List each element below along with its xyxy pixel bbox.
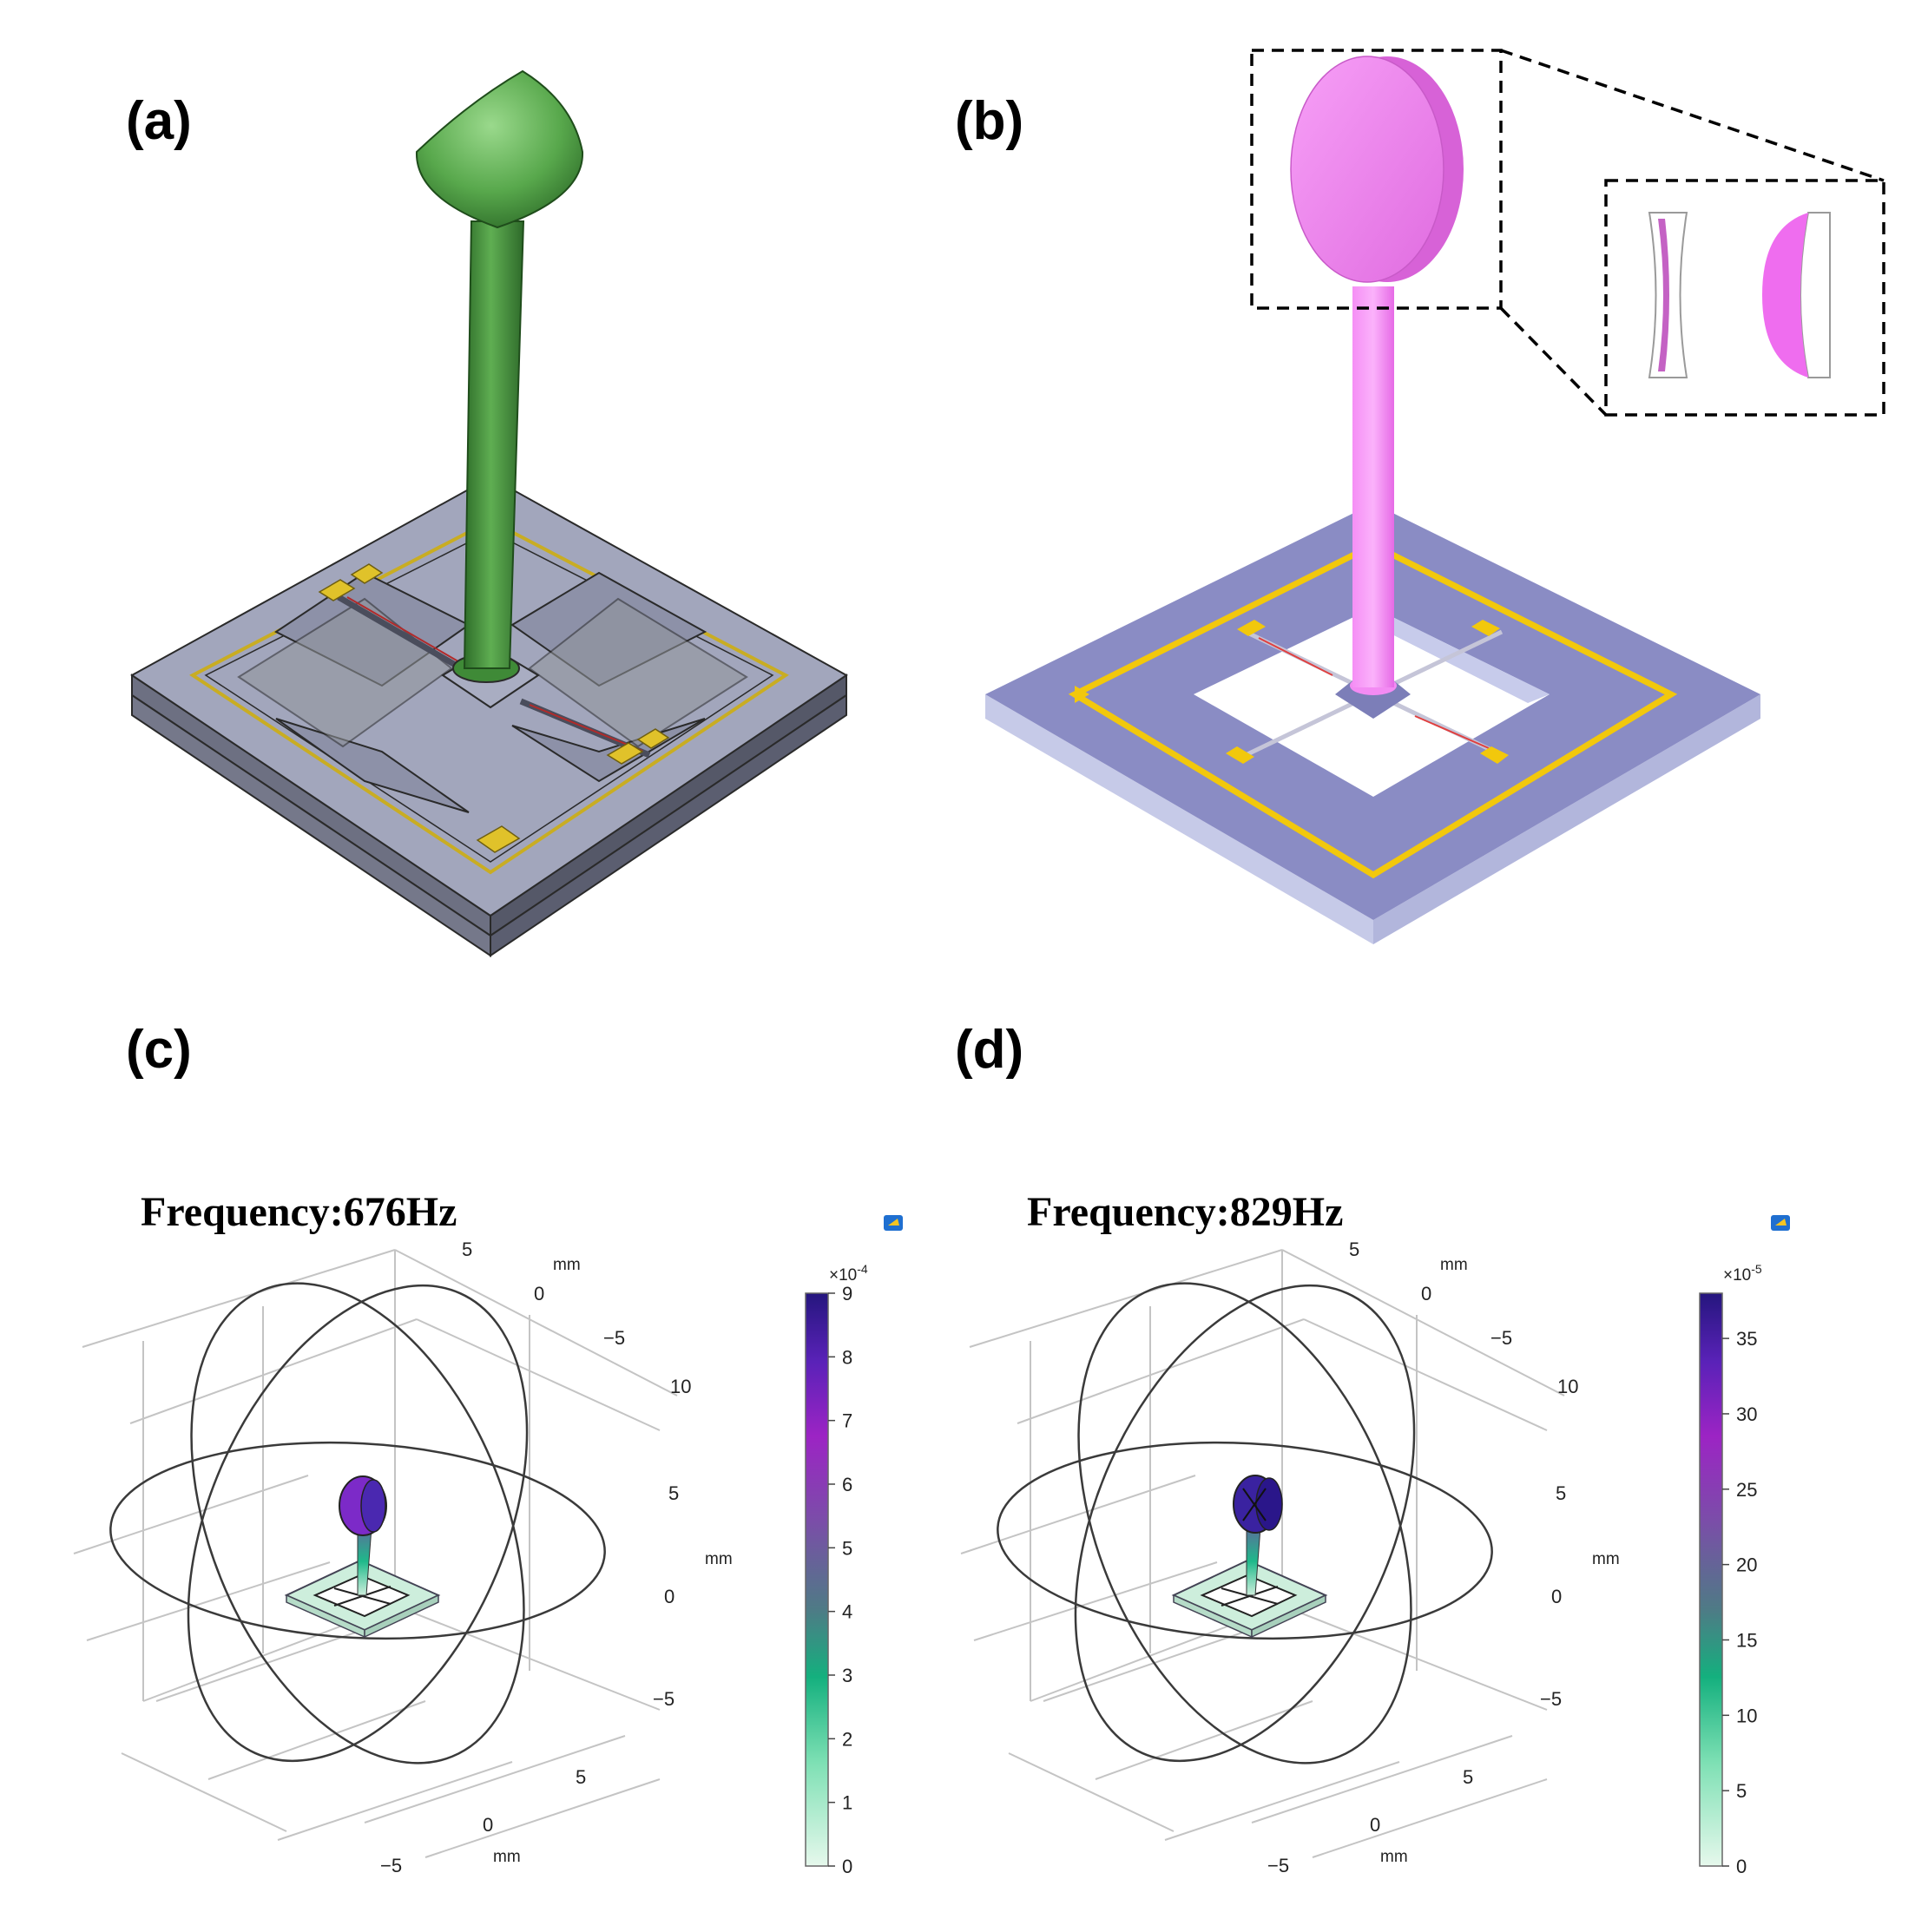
electrode-pad [1471, 620, 1500, 636]
lens-cross-sections [1648, 212, 1831, 378]
z-tick: 5 [1556, 1482, 1566, 1504]
colorbar-tick-label: 10 [1736, 1705, 1757, 1726]
panel-c-label: (c) [126, 1020, 192, 1080]
lens-disk [1290, 56, 1444, 283]
electrode-pad [1480, 746, 1509, 764]
colorbar-tick-label: 30 [1736, 1403, 1757, 1425]
y-tick: −5 [603, 1327, 625, 1349]
colorbar: ×10-5 35 30 25 20 15 10 5 0 [1699, 1262, 1762, 1877]
colorbar-tick-label: 8 [842, 1346, 852, 1368]
z-tick: −5 [1540, 1688, 1562, 1710]
x-tick: −5 [1267, 1855, 1289, 1876]
electrode-pad [636, 728, 670, 749]
rotation-orbits [109, 1282, 606, 1764]
panel-d: (d) Frequency:829Hz [955, 1020, 1790, 1877]
panel-d-label: (d) [955, 1020, 1023, 1080]
z-tick: 5 [668, 1482, 679, 1504]
zoom-inset-box [1604, 179, 1885, 417]
panel-b-label: (b) [955, 91, 1023, 151]
colorbar-tick-label: 0 [842, 1856, 852, 1877]
z-tick: 10 [670, 1376, 691, 1397]
colorbar-tick-label: 15 [1736, 1629, 1757, 1651]
colorbar-tick-label: 25 [1736, 1479, 1757, 1501]
axis-ticks: 5 0 −5 mm 10 5 0 −5 mm 5 0 −5 mm [380, 1239, 733, 1876]
z-tick: 0 [1551, 1586, 1562, 1607]
colorbar-tick-label: 2 [842, 1728, 852, 1750]
z-tick: 10 [1557, 1376, 1578, 1397]
camera-icon[interactable] [884, 1215, 903, 1231]
plot-3d-grid [73, 1249, 678, 1858]
y-tick: −5 [1490, 1327, 1512, 1349]
z-unit: mm [705, 1550, 733, 1568]
frequency-label: Frequency:676Hz [141, 1189, 457, 1235]
colorbar-tick-label: 6 [842, 1474, 852, 1495]
y-tick: 5 [1349, 1239, 1359, 1260]
colorbar-tick-label: 3 [842, 1665, 852, 1686]
x-unit: mm [493, 1848, 521, 1866]
x-tick: 5 [1463, 1766, 1473, 1788]
mems-device-gray [130, 476, 848, 957]
panel-c: (c) Frequency:676Hz [73, 1020, 903, 1877]
colorbar-tick-label: 0 [1736, 1856, 1747, 1877]
x-unit: mm [1380, 1848, 1408, 1866]
panel-a: (a) [126, 69, 848, 957]
colorbar-multiplier: ×10-4 [829, 1262, 868, 1285]
colorbar-tick-label: 35 [1736, 1328, 1757, 1350]
rotation-orbits [997, 1282, 1493, 1764]
x-tick: 0 [483, 1814, 493, 1836]
cilium-pink [1290, 56, 1464, 695]
y-tick: 0 [1421, 1283, 1431, 1304]
electrode-pad [606, 742, 644, 765]
colorbar-tick-label: 9 [842, 1283, 852, 1304]
camera-icon[interactable] [1771, 1215, 1790, 1231]
colorbar-tick-label: 1 [842, 1792, 852, 1814]
electrode-pad [1237, 620, 1266, 636]
axis-ticks: 5 0 −5 mm 10 5 0 −5 mm 5 0 −5 mm [1267, 1239, 1620, 1876]
x-tick: −5 [380, 1855, 402, 1876]
y-tick: 0 [534, 1283, 544, 1304]
colorbar-tick-label: 7 [842, 1410, 852, 1432]
plot-3d-grid [960, 1249, 1565, 1858]
zoom-source-box [1250, 49, 1503, 310]
frequency-label: Frequency:829Hz [1027, 1189, 1343, 1235]
cilium-cap [415, 69, 584, 229]
colorbar-tick-label: 4 [842, 1601, 852, 1623]
y-tick: 5 [462, 1239, 472, 1260]
deformed-device [284, 1475, 441, 1639]
z-tick: 0 [664, 1586, 674, 1607]
colorbar-tick-label: 5 [842, 1537, 852, 1559]
x-tick: 5 [576, 1766, 586, 1788]
mems-device-purple [985, 503, 1760, 944]
deformed-device [1171, 1475, 1328, 1639]
cilium-green [415, 69, 584, 683]
electrode-pad [350, 563, 384, 584]
x-tick: 0 [1370, 1814, 1380, 1836]
z-tick: −5 [653, 1688, 674, 1710]
y-unit: mm [553, 1256, 581, 1274]
electrode-pad [476, 825, 521, 853]
panel-a-label: (a) [126, 91, 192, 151]
y-unit: mm [1440, 1256, 1468, 1274]
colorbar-multiplier: ×10-5 [1723, 1262, 1762, 1285]
colorbar: ×10-4 9 8 7 6 5 4 3 2 1 0 [805, 1262, 868, 1877]
colorbar-tick-label: 5 [1736, 1780, 1747, 1802]
panel-b: (b) [955, 49, 1885, 944]
electrode-pad [318, 579, 356, 601]
z-unit: mm [1592, 1550, 1620, 1568]
electrode-pad [1226, 746, 1254, 764]
colorbar-tick-label: 20 [1736, 1554, 1757, 1576]
